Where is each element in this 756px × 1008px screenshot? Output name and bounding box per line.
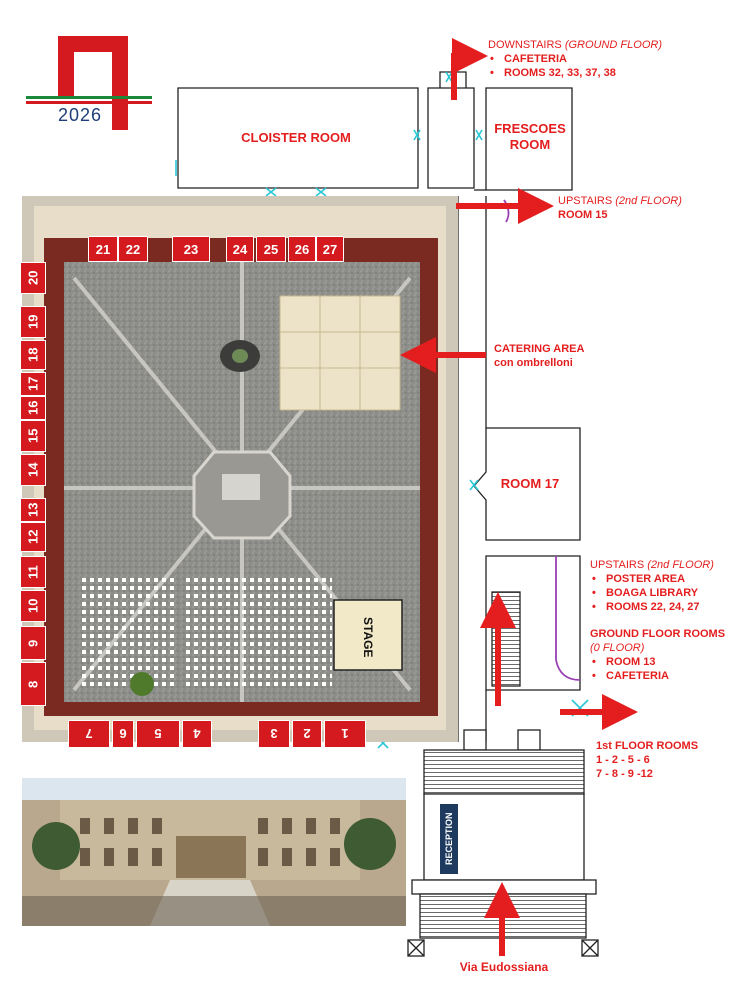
room-badge-bottom: 4	[182, 720, 212, 748]
room-badge-left: 11	[20, 556, 46, 588]
room-badge-left: 15	[20, 420, 46, 452]
frescoes-line2: ROOM	[509, 137, 551, 152]
room-badge-left: 9	[20, 626, 46, 660]
first-floor-rooms-b: 7 - 8 - 9 -12	[596, 768, 653, 780]
street-label: Via Eudossiana	[459, 960, 549, 974]
reception-label: RECEPTION	[444, 812, 454, 866]
upstairs-right-item: ROOMS 22, 24, 27	[590, 600, 750, 614]
room-badge-top: 23	[172, 236, 210, 262]
room-badge-left: 13	[20, 498, 46, 522]
upstairs-right-note: (2nd FLOOR)	[647, 559, 714, 571]
room-badge-left: 14	[20, 454, 46, 486]
upstairs-right-title: UPSTAIRS	[590, 559, 645, 571]
logo	[26, 36, 152, 130]
room-badge-bottom: 6	[112, 720, 134, 748]
upstairs-top-title: UPSTAIRS	[558, 195, 613, 207]
room-badge-top: 22	[118, 236, 148, 262]
entrance-building	[407, 591, 599, 957]
downstairs-item: ROOMS 32, 33, 37, 38	[488, 66, 708, 80]
room-badge-bottom: 7	[68, 720, 110, 748]
facade-photo	[22, 778, 406, 926]
room-badge-left: 17	[20, 372, 46, 396]
ground-floor-title: GROUND FLOOR ROOMS	[590, 628, 726, 640]
room-badge-left: 10	[20, 590, 46, 622]
room-badge-left: 19	[20, 306, 46, 338]
downstairs-item: CAFETERIA	[488, 52, 708, 66]
room-badge-top: 25	[256, 236, 286, 262]
ground-floor-item: ROOM 13	[590, 655, 750, 669]
ground-floor-item: CAFETERIA	[590, 669, 750, 683]
room-badge-bottom: 2	[292, 720, 322, 748]
downstairs-label: DOWNSTAIRS (GROUND FLOOR) CAFETERIA ROOM…	[488, 38, 708, 80]
upstairs-top-label: UPSTAIRS (2nd FLOOR) ROOM 15	[558, 194, 738, 222]
room-badge-bottom: 5	[136, 720, 180, 748]
upstairs-right-item: POSTER AREA	[590, 572, 750, 586]
ground-floor-label: GROUND FLOOR ROOMS (0 FLOOR) ROOM 13 CAF…	[590, 627, 750, 683]
first-floor-title: 1st FLOOR ROOMS	[596, 740, 699, 752]
room-badge-left: 18	[20, 340, 46, 370]
room-badge-top: 26	[288, 236, 316, 262]
courtyard	[22, 196, 458, 742]
upstairs-top-note: (2nd FLOOR)	[615, 195, 682, 207]
upstairs-top-room: ROOM 15	[558, 209, 608, 221]
room-badge-top: 24	[226, 236, 254, 262]
room-badge-top: 21	[88, 236, 118, 262]
frescoes-line1: FRESCOES	[494, 121, 566, 136]
upper-building	[177, 71, 573, 191]
room-badge-bottom: 1	[324, 720, 366, 748]
room-badge-left: 16	[20, 396, 46, 420]
room-badge-left: 20	[20, 262, 46, 294]
first-floor-rooms-a: 1 - 2 - 5 - 6	[596, 754, 650, 766]
room-badge-left: 12	[20, 522, 46, 552]
direction-arrows	[400, 38, 638, 956]
frescoes-room-label: FRESCOES ROOM	[488, 121, 572, 153]
catering-line2: con ombrelloni	[494, 357, 573, 369]
stair-rail	[555, 556, 581, 681]
stage-label: STAGE	[361, 616, 375, 658]
ground-floor-note: (0 FLOOR)	[590, 642, 645, 654]
cloister-room-label: CLOISTER ROOM	[241, 130, 351, 145]
catering-label: CATERING AREA con ombrelloni	[494, 342, 634, 370]
downstairs-note: (GROUND FLOOR)	[564, 39, 662, 51]
catering-line1: CATERING AREA	[494, 343, 585, 355]
downstairs-title: DOWNSTAIRS	[488, 39, 562, 51]
room17-label: ROOM 17	[500, 476, 560, 491]
room-badge-left: 8	[20, 662, 46, 706]
logo-year: 2026	[58, 105, 103, 125]
upstairs-right-label: UPSTAIRS (2nd FLOOR) POSTER AREA BOAGA L…	[590, 558, 750, 614]
first-floor-label: 1st FLOOR ROOMS 1 - 2 - 5 - 6 7 - 8 - 9 …	[596, 739, 746, 781]
room-badge-top: 27	[316, 236, 344, 262]
upstairs-right-item: BOAGA LIBRARY	[590, 586, 750, 600]
room-badge-bottom: 3	[258, 720, 290, 748]
